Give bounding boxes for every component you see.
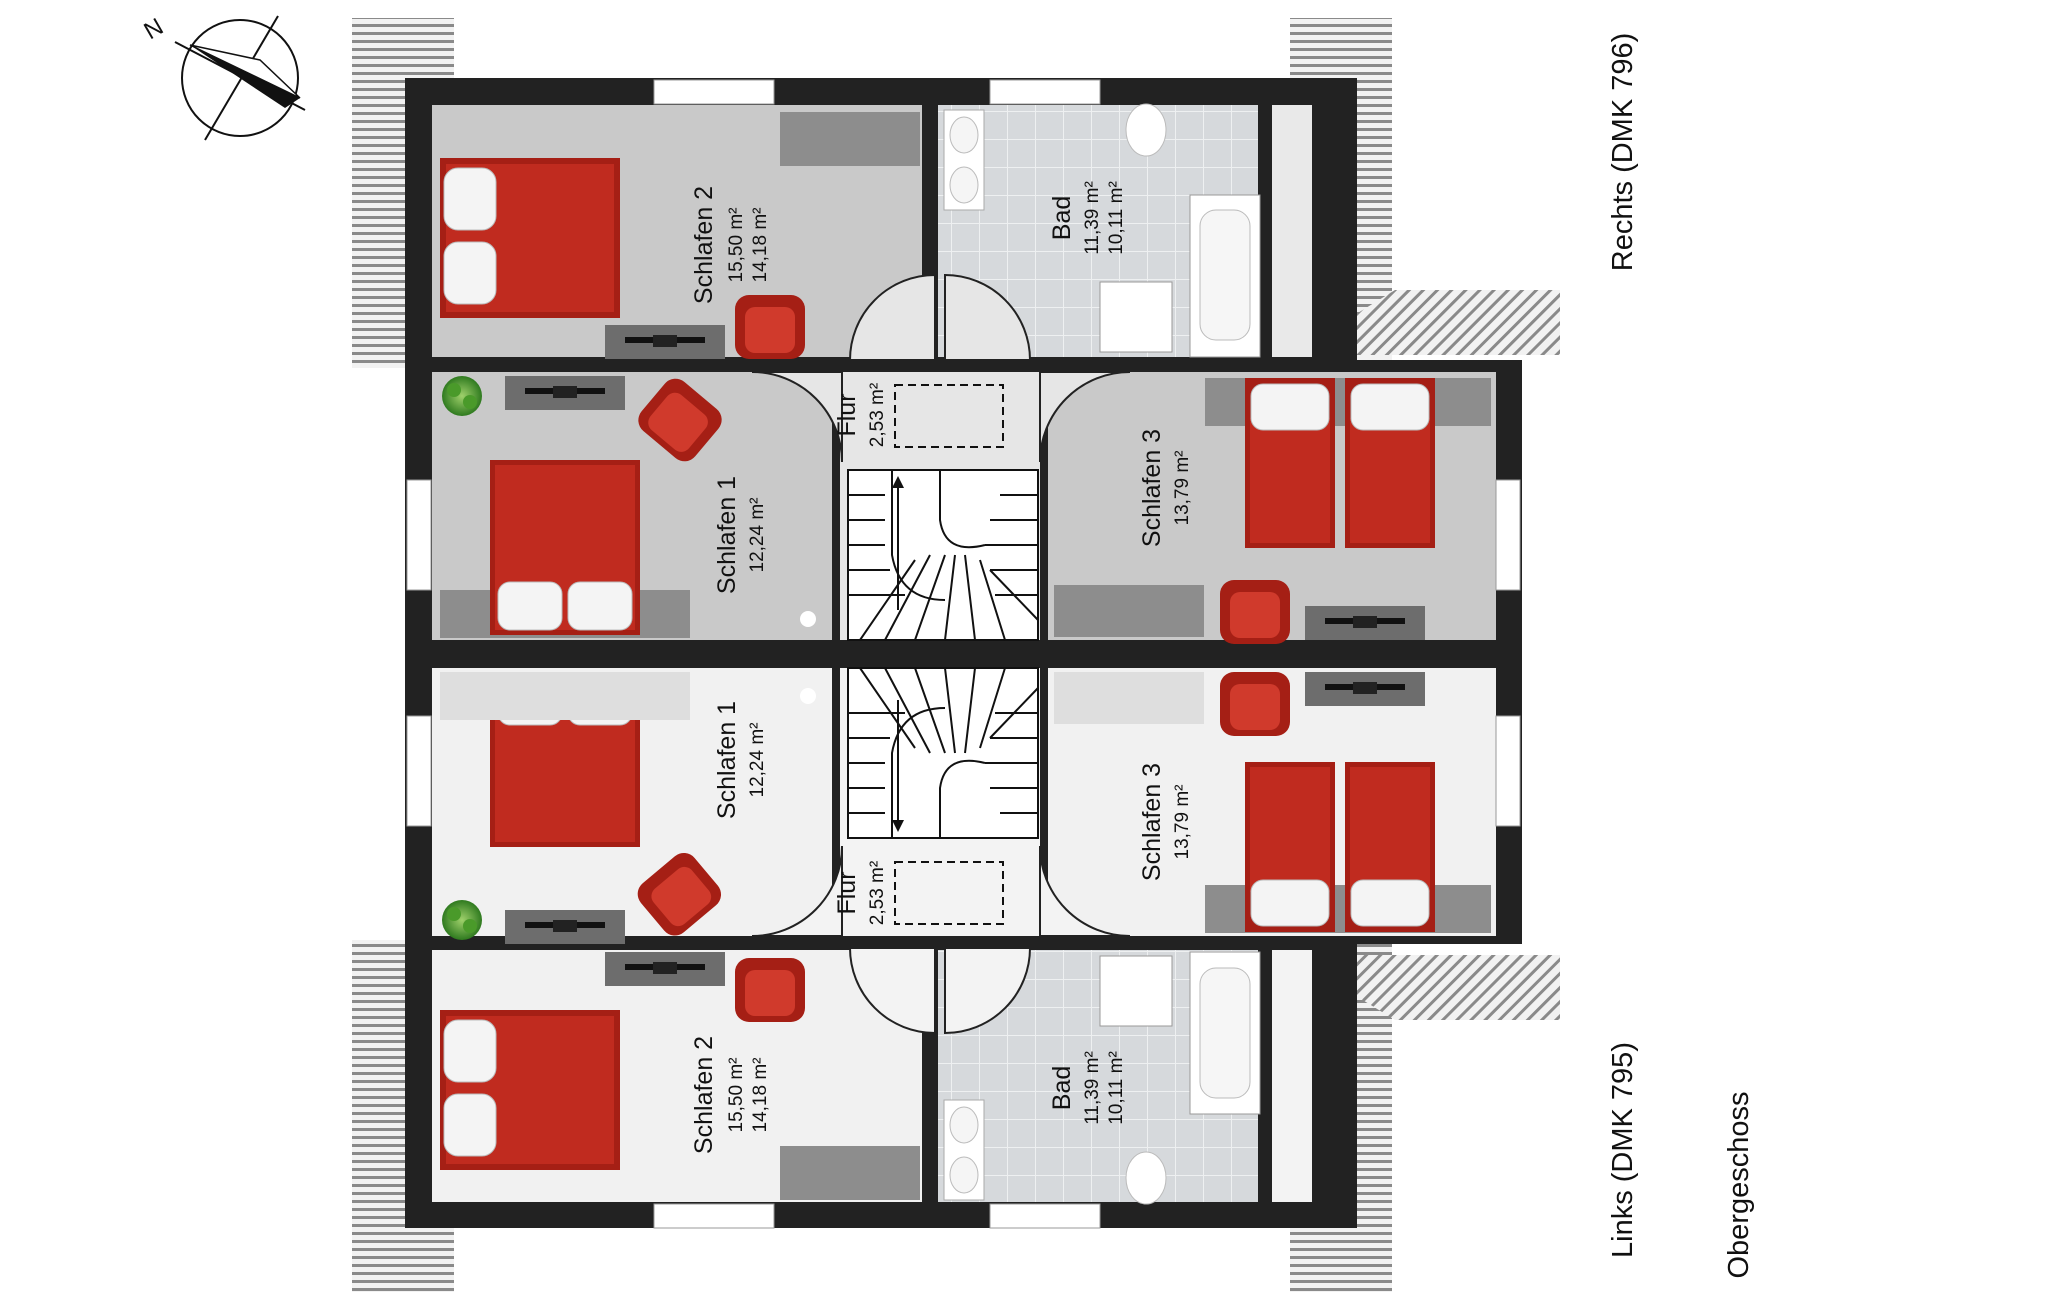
dormer-roof-bottom	[1290, 955, 1560, 1020]
label-bot-bad-area1: 11,39 m²	[1082, 1051, 1103, 1125]
attic-hatch-top	[894, 384, 1004, 448]
label-top-flur-area: 2,53 m²	[867, 383, 888, 447]
label-top-schlafen2-area2: 14,18 m²	[750, 208, 771, 283]
label-top-schlafen1-name: Schlafen 1	[713, 476, 741, 594]
label-bot-flur-name: Flur	[833, 871, 861, 914]
label-top-bad-name: Bad	[1048, 196, 1076, 240]
label-top-bad-area1: 11,39 m²	[1082, 181, 1103, 255]
label-bot-schlafen3-area: 13,79 m²	[1172, 785, 1193, 860]
label-top-bad-area2: 10,11 m²	[1106, 181, 1127, 255]
attic-hatch-bottom	[894, 861, 1004, 925]
label-top-flur-name: Flur	[833, 393, 861, 436]
label-bot-bad-area2: 10,11 m²	[1106, 1051, 1127, 1125]
label-top-schlafen3-name: Schlafen 3	[1138, 429, 1166, 547]
label-bot-schlafen3-name: Schlafen 3	[1138, 763, 1166, 881]
label-top-schlafen1-area: 12,24 m²	[747, 498, 768, 573]
label-top-schlafen3-area: 13,79 m²	[1172, 451, 1193, 526]
staircase-bottom	[847, 667, 1039, 839]
label-bot-flur-area: 2,53 m²	[867, 861, 888, 925]
label-links: Links (DMK 795)	[1607, 1042, 1639, 1258]
label-top-schlafen2-area1: 15,50 m²	[726, 208, 747, 283]
label-bot-schlafen2-name: Schlafen 2	[690, 1036, 718, 1154]
label-bot-bad-name: Bad	[1048, 1066, 1076, 1110]
label-rechts: Rechts (DMK 796)	[1607, 33, 1639, 272]
label-bot-schlafen2-area2: 14,18 m²	[750, 1058, 771, 1133]
label-bot-schlafen2-area1: 15,50 m²	[726, 1058, 747, 1133]
label-bot-schlafen1-area: 12,24 m²	[747, 723, 768, 798]
north-arrow-icon: N	[140, 13, 306, 141]
dormer-roof-top	[1290, 290, 1560, 355]
label-top-schlafen2-name: Schlafen 2	[690, 186, 718, 304]
label-bot-schlafen1-name: Schlafen 1	[713, 701, 741, 819]
staircase-top	[847, 469, 1039, 641]
north-label: N	[140, 13, 169, 45]
label-floor: Obergeschoss	[1723, 1092, 1755, 1279]
